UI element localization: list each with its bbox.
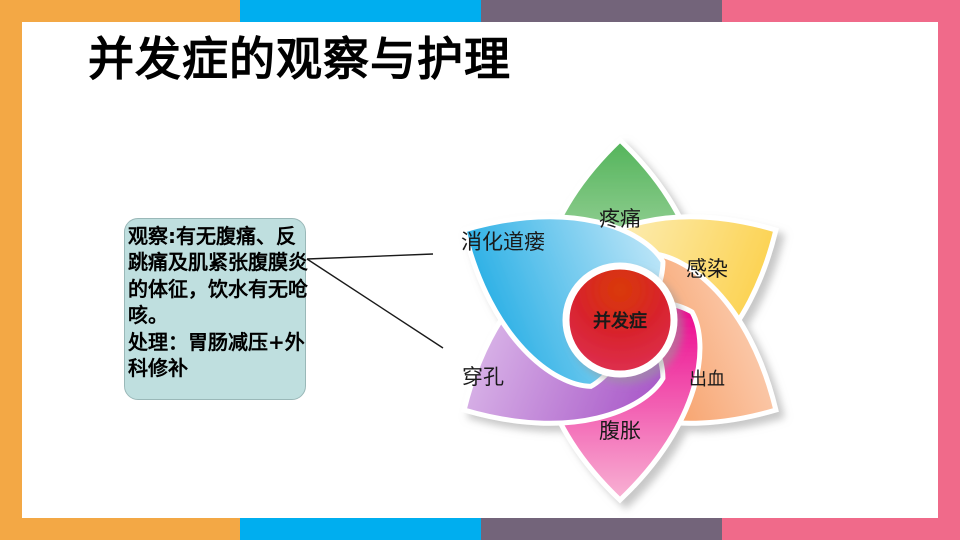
border-strip-top-orange <box>0 0 240 22</box>
petal-label-fistula: 消化道瘘 <box>461 230 545 254</box>
petal-label-distension: 腹胀 <box>599 419 641 443</box>
border-strip-top-blue <box>240 0 481 22</box>
page-title: 并发症的观察与护理 <box>88 32 511 86</box>
petal-label-pain: 疼痛 <box>599 207 641 231</box>
border-strip-top-purple <box>481 0 722 22</box>
border-strip-top-pink <box>722 0 960 22</box>
petal-label-infection: 感染 <box>686 257 728 281</box>
border-strip-left <box>0 0 22 540</box>
border-strip-bottom-blue <box>240 518 481 540</box>
callout-box <box>124 218 306 400</box>
petal-label-perforation: 穿孔 <box>462 365 504 389</box>
border-strip-bottom-purple <box>481 518 722 540</box>
border-strip-right <box>938 0 960 540</box>
petal-diagram: 疼痛 感染 出血 腹胀 穿孔 消化道瘘 并发症 <box>380 100 860 520</box>
callout-text: 观察:有无腹痛、反跳痛及肌紧张腹膜炎的体征，饮水有无呛咳。 处理：胃肠减压+外科… <box>128 224 308 380</box>
border-strip-bottom-orange <box>0 518 240 540</box>
center-circle[interactable] <box>562 262 678 378</box>
petal-label-bleeding: 出血 <box>689 369 725 390</box>
border-strip-bottom-pink <box>722 518 960 540</box>
center-label: 并发症 <box>593 310 647 332</box>
